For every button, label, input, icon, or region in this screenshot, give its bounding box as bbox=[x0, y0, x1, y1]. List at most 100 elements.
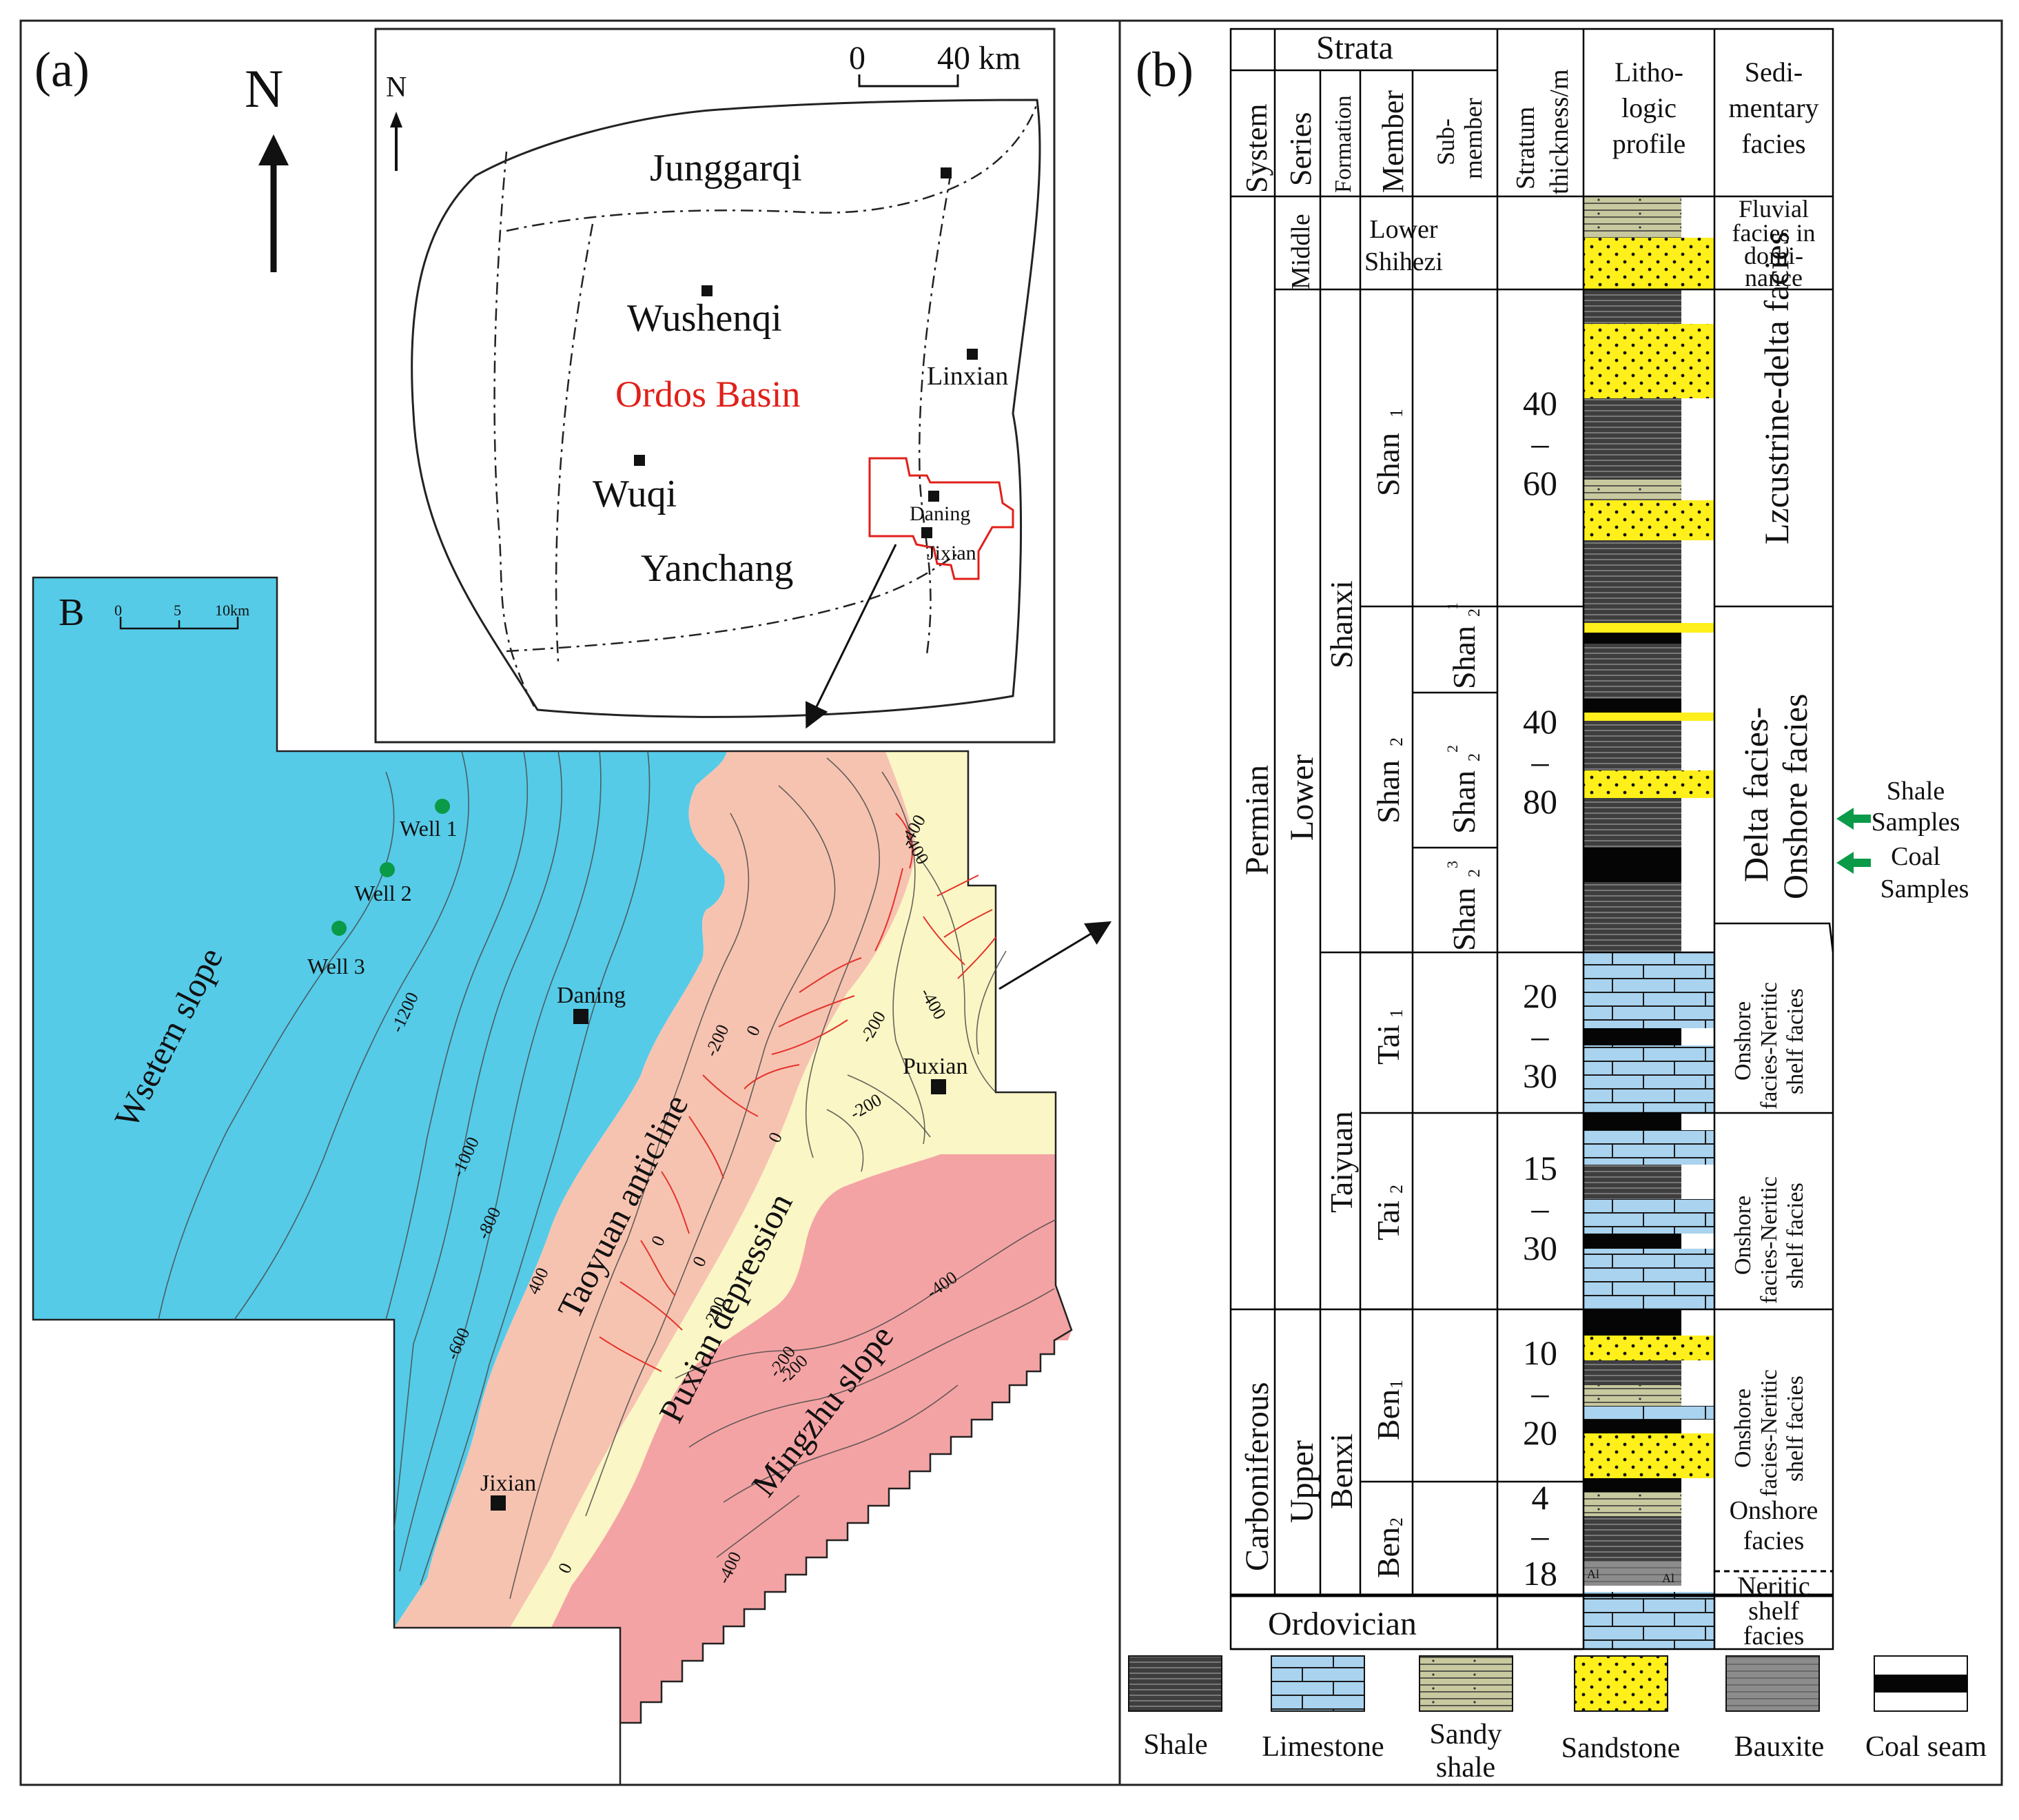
svg-text:N: N bbox=[386, 72, 407, 103]
svg-text:2: 2 bbox=[1386, 1185, 1406, 1194]
svg-text:2: 2 bbox=[1466, 753, 1484, 761]
well-label: Well 3 bbox=[307, 954, 365, 979]
panel-b: (b) bbox=[1118, 19, 2003, 1786]
svg-text:mentary: mentary bbox=[1728, 92, 1818, 123]
svg-text:Lzcustrine-delta facies: Lzcustrine-delta facies bbox=[1757, 232, 1796, 544]
strata-table-grid bbox=[1229, 28, 1834, 1650]
svg-text:2: 2 bbox=[1386, 737, 1406, 746]
coal-samples-label: Samples bbox=[1880, 875, 1969, 903]
svg-text:Lower: Lower bbox=[1369, 215, 1438, 244]
inset-town-markers bbox=[634, 167, 978, 538]
svg-text:Delta facies-: Delta facies- bbox=[1736, 707, 1775, 882]
svg-text:System: System bbox=[1240, 103, 1273, 193]
svg-text:1: 1 bbox=[1386, 1380, 1406, 1389]
inset-title: Ordos Basin bbox=[615, 374, 801, 415]
svg-text:Shan: Shan bbox=[1371, 433, 1406, 496]
svg-text:Ben: Ben bbox=[1371, 1527, 1406, 1578]
svg-text:–: – bbox=[1531, 1373, 1550, 1412]
svg-text:–: – bbox=[1531, 1516, 1550, 1555]
svg-text:2: 2 bbox=[1466, 869, 1484, 877]
svg-text:B: B bbox=[59, 591, 84, 634]
svg-text:–: – bbox=[1531, 742, 1550, 781]
inset-town-label: Daning bbox=[910, 502, 970, 525]
zone-puxian-depression bbox=[510, 751, 1056, 1628]
svg-text:Fluvial: Fluvial bbox=[1739, 195, 1809, 223]
panel-b-label: (b) bbox=[1136, 42, 1193, 97]
zone-western-slope bbox=[33, 577, 727, 1628]
svg-text:–: – bbox=[1531, 424, 1550, 462]
legend-label: Bauxite bbox=[1734, 1731, 1825, 1763]
svg-text:Onshore: Onshore bbox=[1730, 1389, 1756, 1468]
svg-text:20: 20 bbox=[1523, 1413, 1557, 1452]
svg-text:Shanxi: Shanxi bbox=[1324, 580, 1359, 668]
svg-text:15: 15 bbox=[1523, 1149, 1557, 1187]
svg-text:Tai: Tai bbox=[1371, 1025, 1406, 1065]
svg-text:Formation: Formation bbox=[1331, 95, 1356, 193]
detail-frame bbox=[32, 576, 1073, 1785]
svg-text:Onshore facies: Onshore facies bbox=[1776, 694, 1814, 900]
svg-text:Strata: Strata bbox=[1316, 30, 1393, 66]
detail-town-label: Daning bbox=[557, 983, 626, 1008]
svg-text:facies-Neritic: facies-Neritic bbox=[1756, 982, 1782, 1110]
strata-labels: Permian Carboniferous Ordovician Middle … bbox=[1239, 214, 1484, 1642]
svg-text:2: 2 bbox=[1386, 1517, 1406, 1526]
table-headers: Strata System Series Formation Member Su… bbox=[1240, 30, 1819, 194]
svg-text:4: 4 bbox=[1532, 1478, 1549, 1517]
svg-text:member: member bbox=[1459, 98, 1487, 179]
svg-text:80: 80 bbox=[1523, 782, 1557, 821]
svg-text:Series: Series bbox=[1284, 112, 1318, 186]
svg-text:18: 18 bbox=[1523, 1554, 1557, 1593]
svg-text:40 km: 40 km bbox=[937, 40, 1021, 76]
zone-taoyuan-anticline bbox=[394, 751, 916, 1628]
svg-text:0: 0 bbox=[114, 602, 122, 619]
north-arrow-icon: N bbox=[245, 59, 289, 272]
svg-text:Sedi-: Sedi- bbox=[1745, 57, 1803, 88]
svg-text:2: 2 bbox=[1444, 745, 1461, 753]
svg-text:1: 1 bbox=[1386, 409, 1406, 418]
shale-sample-arrow-icon bbox=[1836, 808, 1871, 830]
inset-town-label: Wuqi bbox=[593, 473, 677, 515]
svg-text:Stratum: Stratum bbox=[1511, 107, 1540, 190]
svg-text:Neritic: Neritic bbox=[1737, 1572, 1810, 1601]
svg-text:facies: facies bbox=[1743, 1526, 1805, 1555]
svg-text:Permian: Permian bbox=[1239, 765, 1275, 875]
detail-map: B 0 5 10km Wsetern slope Taoyuan anticli… bbox=[32, 576, 1112, 1785]
thickness-values: 40 – 60 40 – 80 20 – 30 15 – 30 10 – 20 … bbox=[1523, 384, 1557, 1593]
legend-label: shale bbox=[1436, 1752, 1495, 1783]
svg-text:shelf: shelf bbox=[1748, 1597, 1799, 1626]
svg-text:1: 1 bbox=[1444, 602, 1461, 610]
facies-labels: Fluvial facies in domi- nance Lzcustrine… bbox=[1730, 195, 1818, 1650]
detail-scale-bar: B 0 5 10km bbox=[59, 591, 249, 634]
inset-boundary bbox=[506, 550, 962, 653]
svg-text:facies: facies bbox=[1743, 1622, 1805, 1650]
detail-to-column-arrow bbox=[998, 921, 1112, 990]
svg-text:nance: nance bbox=[1745, 264, 1803, 292]
svg-text:Middle: Middle bbox=[1287, 214, 1315, 289]
legend-swatch-shale bbox=[1128, 1655, 1222, 1712]
svg-text:shelf facies: shelf facies bbox=[1783, 988, 1808, 1094]
svg-text:Upper: Upper bbox=[1284, 1440, 1320, 1523]
svg-text:Carboniferous: Carboniferous bbox=[1239, 1382, 1275, 1571]
svg-text:60: 60 bbox=[1523, 464, 1557, 502]
legend-swatch-coal-seam bbox=[1874, 1655, 1968, 1712]
svg-text:Onshore: Onshore bbox=[1730, 1196, 1756, 1275]
basin-outline bbox=[411, 99, 1041, 718]
detail-town-markers bbox=[491, 1009, 946, 1511]
well-label: Well 2 bbox=[354, 881, 412, 906]
inset-frame bbox=[374, 28, 1056, 744]
svg-text:Sub-: Sub- bbox=[1432, 119, 1459, 165]
sample-annotations: Shale Samples Coal Samples bbox=[1836, 777, 1969, 903]
svg-text:facies: facies bbox=[1741, 128, 1805, 159]
legend-label: Coal seam bbox=[1865, 1731, 1987, 1763]
panel-a-label: (a) bbox=[34, 42, 90, 97]
svg-text:thickness/m: thickness/m bbox=[1545, 69, 1574, 194]
legend-label: Sandstone bbox=[1561, 1732, 1681, 1764]
bauxite-mark: Al bbox=[1587, 1567, 1599, 1581]
panel-a: (a) N N 0 40 km bbox=[19, 19, 1121, 1786]
legend-swatch-sandy-shale bbox=[1419, 1655, 1513, 1712]
svg-text:Benxi: Benxi bbox=[1324, 1433, 1359, 1509]
svg-text:Lower: Lower bbox=[1284, 755, 1320, 841]
inset-boundary bbox=[918, 172, 952, 655]
svg-text:40: 40 bbox=[1523, 702, 1557, 741]
